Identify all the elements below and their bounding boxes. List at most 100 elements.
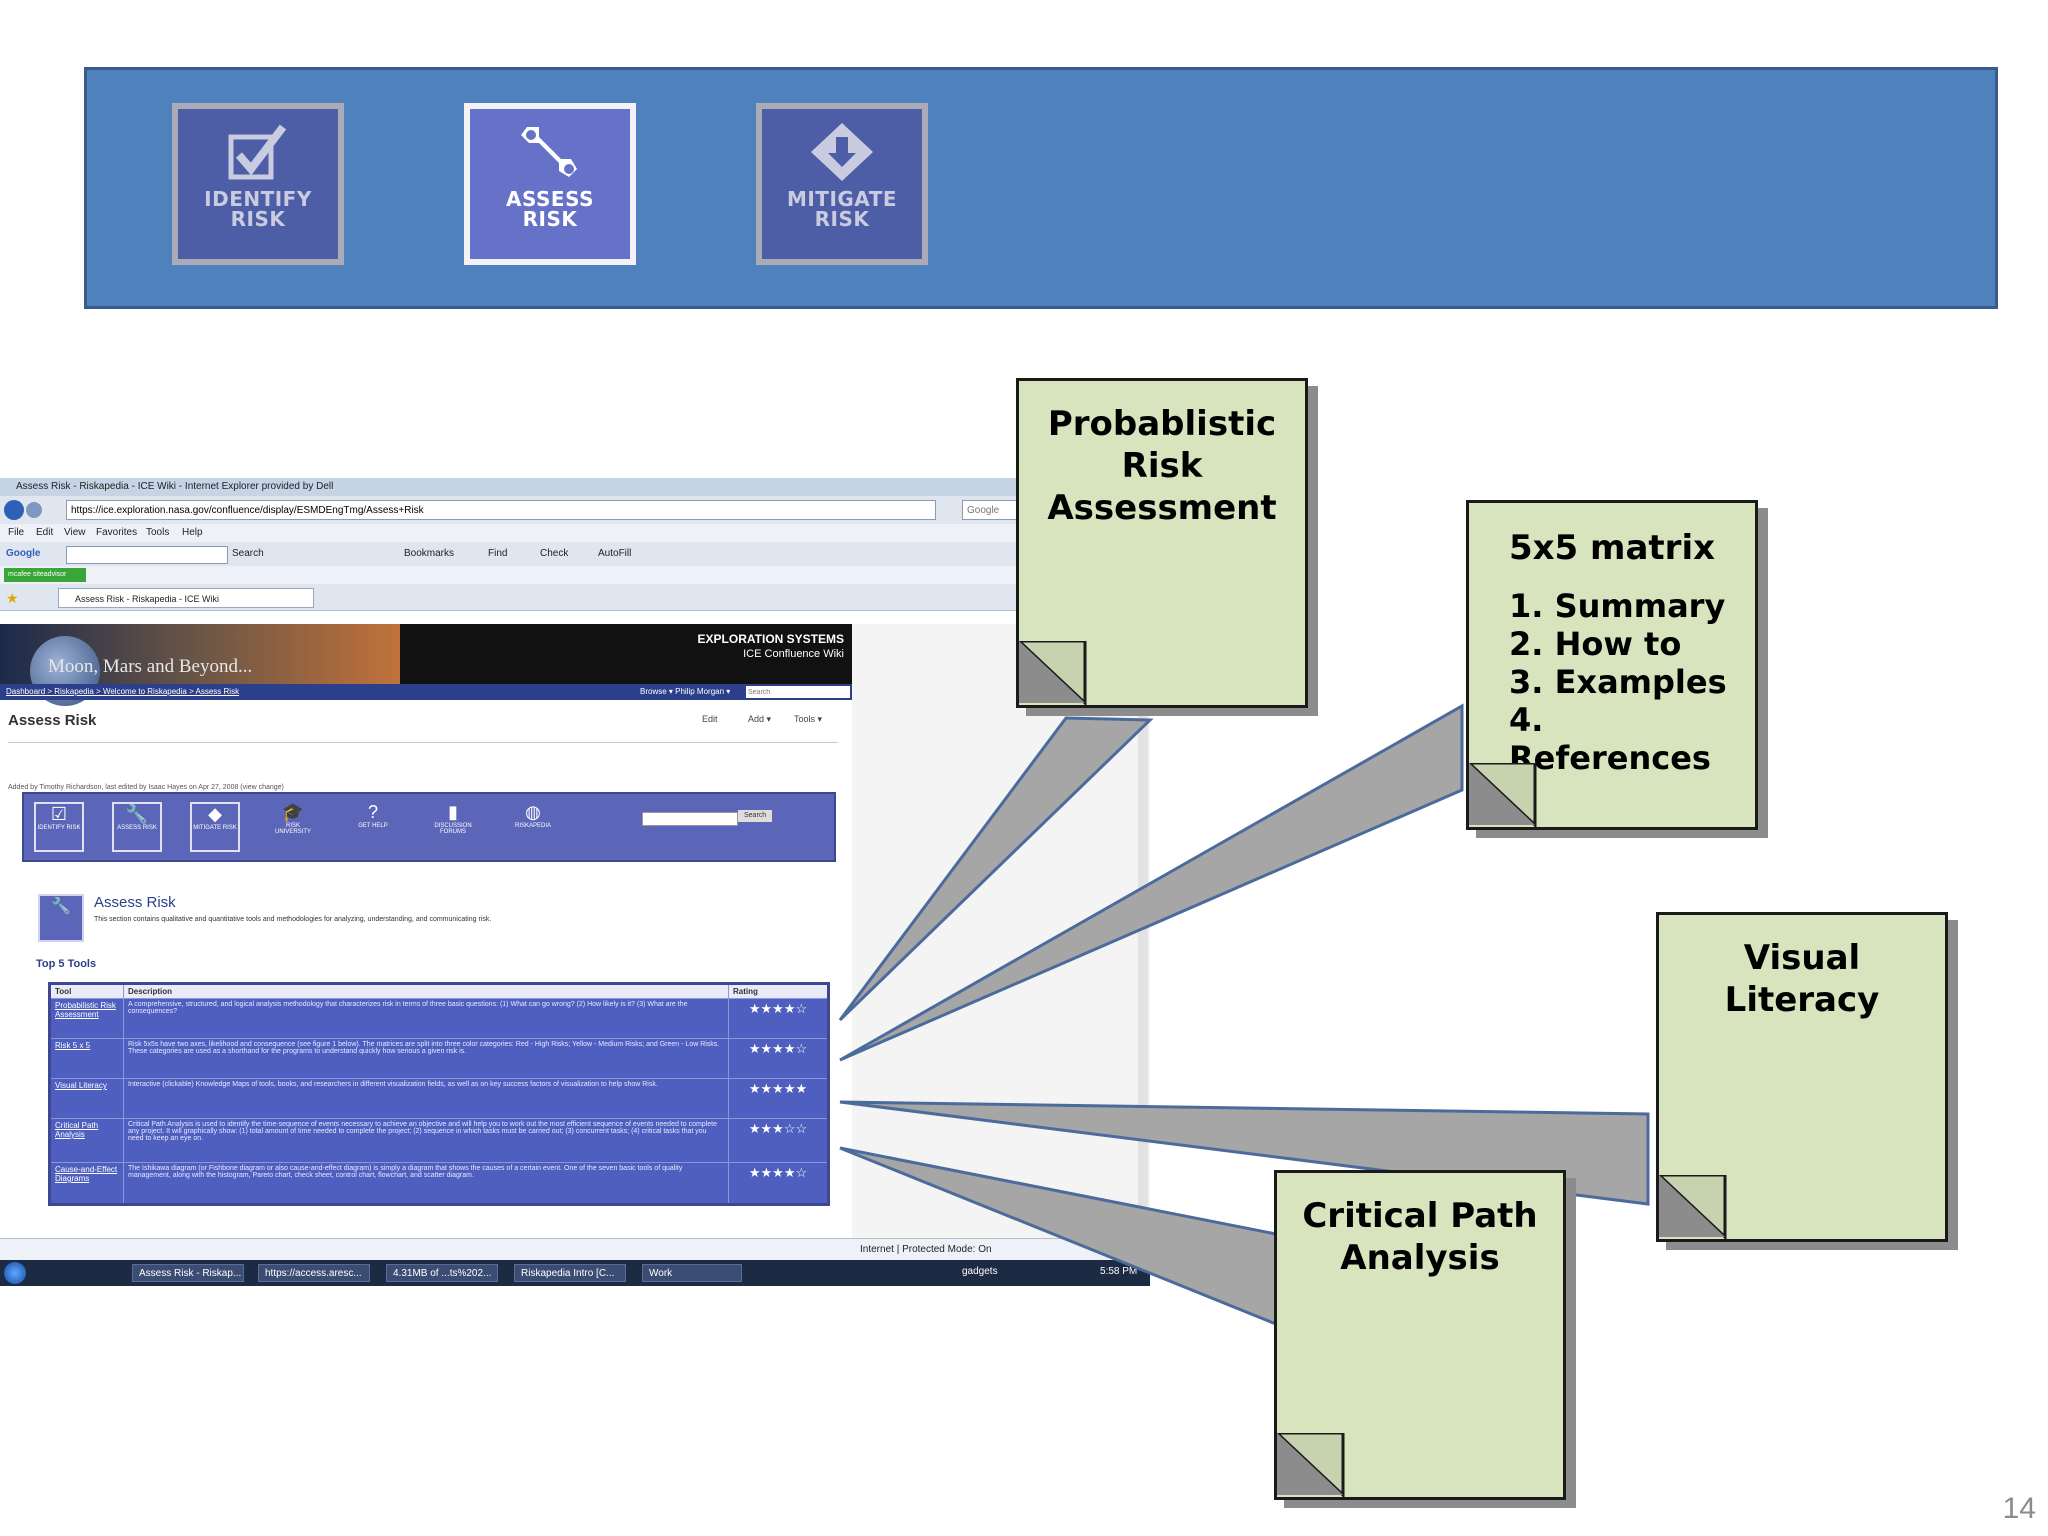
- check-button[interactable]: Check: [540, 548, 569, 559]
- scrollbar[interactable]: [1138, 626, 1148, 1236]
- find-button[interactable]: Find: [488, 548, 508, 559]
- taskbar-item[interactable]: Work: [642, 1264, 742, 1282]
- taskbar-item[interactable]: Assess Risk - Riskap...: [132, 1264, 244, 1282]
- nav-mitigate-label: MITIGATE RISK: [193, 825, 237, 831]
- pra-line-2: Risk: [1121, 446, 1203, 486]
- tool-link[interactable]: Visual Literacy: [49, 1078, 124, 1119]
- page-fold-icon: [1019, 641, 1087, 705]
- nav-check-icon: ☑: [50, 804, 68, 824]
- menu-file[interactable]: File: [8, 527, 25, 538]
- nav-identify-risk[interactable]: ☑IDENTIFY RISK: [34, 802, 84, 852]
- google-search-button[interactable]: Search: [232, 548, 264, 559]
- brand-line-1: EXPLORATION SYSTEMS: [697, 632, 844, 646]
- window-title-bar: Assess Risk - Riskapedia - ICE Wiki - In…: [0, 478, 1150, 496]
- critical-line-1: Critical Path: [1302, 1196, 1538, 1236]
- title-divider: [8, 742, 838, 743]
- breadcrumb[interactable]: Dashboard > Riskapedia > Welcome to Risk…: [6, 687, 240, 696]
- tool-link[interactable]: Probabilistic Risk Assessment: [49, 998, 124, 1039]
- tool-rating[interactable]: ★★★★☆: [728, 998, 829, 1039]
- nav-riskapedia-label: RISKAPEDIA: [514, 823, 551, 829]
- matrix-title: 5x5 matrix: [1508, 528, 1716, 568]
- taskbar-item[interactable]: 4.31MB of ...ts%202...: [386, 1264, 498, 1282]
- wiki-header: Moon, Mars and Beyond... EXPLORATION SYS…: [0, 624, 852, 706]
- nav-search-input[interactable]: [642, 812, 738, 826]
- tab-row: ★ Assess Risk - Riskapedia - ICE Wiki: [0, 584, 1150, 611]
- wrench-icon: [521, 127, 577, 177]
- autofill-button[interactable]: AutoFill: [598, 548, 632, 559]
- nav-discussion-forums[interactable]: ▮DISCUSSION FORUMS: [428, 802, 478, 852]
- mitigate-risk-tile[interactable]: MITIGATE RISK: [756, 103, 928, 265]
- globe-icon: ◍: [525, 802, 541, 822]
- tool-rating[interactable]: ★★★★★: [728, 1078, 829, 1119]
- windows-taskbar: Assess Risk - Riskap... https://access.a…: [0, 1260, 1150, 1286]
- page-fold-icon: [1659, 1175, 1727, 1239]
- add-action[interactable]: Add ▾: [748, 714, 772, 724]
- identify-risk-label-1: IDENTIFY: [204, 187, 312, 211]
- table-row: Visual Literacy Interactive (clickable) …: [49, 1078, 829, 1119]
- bookmarks-button[interactable]: Bookmarks: [404, 548, 455, 559]
- google-search-input[interactable]: [66, 546, 228, 564]
- mitigate-risk-label-1: MITIGATE: [786, 187, 898, 211]
- nav-mitigate-risk[interactable]: ◆MITIGATE RISK: [190, 802, 240, 852]
- nav-risk-university[interactable]: 🎓RISK UNIVERSITY: [268, 802, 318, 852]
- assess-risk-label-1: ASSESS: [506, 187, 594, 211]
- matrix-connector: [839, 703, 1464, 1062]
- pra-line-1: Probablistic: [1047, 404, 1277, 444]
- menu-bar: File Edit View Favorites Tools Help: [0, 524, 1150, 542]
- favorites-star-icon[interactable]: ★: [6, 590, 19, 606]
- user-links[interactable]: Browse ▾ Philip Morgan ▾: [640, 687, 731, 696]
- nav-search-button[interactable]: Search: [738, 810, 773, 822]
- assess-risk-tile[interactable]: ASSESS RISK: [464, 103, 636, 265]
- tool-rating[interactable]: ★★★★☆: [728, 1162, 829, 1205]
- mcafee-badge[interactable]: mcafee siteadvisor: [4, 568, 86, 582]
- menu-favorites[interactable]: Favorites: [96, 527, 138, 538]
- taskbar-item[interactable]: https://access.aresc...: [258, 1264, 370, 1282]
- nav-assess-risk[interactable]: 🔧ASSESS RISK: [112, 802, 162, 852]
- nav-get-help[interactable]: ?GET HELP: [348, 802, 398, 852]
- wiki-search-input[interactable]: [746, 686, 850, 698]
- graduation-cap-icon: 🎓: [281, 802, 305, 822]
- nav-riskapedia[interactable]: ◍RISKAPEDIA: [508, 802, 558, 852]
- byline: Added by Timothy Richardson, last edited…: [8, 784, 284, 791]
- tools-action[interactable]: Tools ▾: [794, 714, 823, 724]
- tool-link[interactable]: Critical Path Analysis: [49, 1118, 124, 1163]
- matrix-item-examples: 3. Examples: [1509, 663, 1727, 701]
- identify-risk-label-2: RISK: [230, 207, 286, 231]
- pra-callout: Probablistic Risk Assessment: [1016, 378, 1308, 708]
- menu-edit[interactable]: Edit: [36, 527, 54, 538]
- critical-connector: [839, 1146, 1278, 1327]
- matrix-item-references: 4. References: [1509, 701, 1711, 777]
- wiki-nav-bar: ☑IDENTIFY RISK 🔧ASSESS RISK ◆MITIGATE RI…: [22, 792, 836, 862]
- mitigate-risk-label-2: RISK: [814, 207, 870, 231]
- forum-icon: ▮: [448, 802, 458, 822]
- tool-link[interactable]: Risk 5 x 5: [49, 1038, 124, 1079]
- brand-line-2: ICE Confluence Wiki: [743, 648, 844, 660]
- menu-help[interactable]: Help: [182, 527, 203, 538]
- matrix-list: 1. Summary 2. How to 3. Examples 4. Refe…: [1489, 587, 1755, 777]
- matrix-item-summary: 1. Summary: [1509, 587, 1726, 625]
- taskbar-item[interactable]: Riskapedia Intro [C...: [514, 1264, 626, 1282]
- nav-forums-label: DISCUSSION FORUMS: [434, 823, 472, 835]
- wiki-banner-text: Moon, Mars and Beyond...: [48, 656, 253, 677]
- forward-button[interactable]: [26, 502, 42, 518]
- edit-action[interactable]: Edit: [702, 714, 718, 724]
- menu-view[interactable]: View: [64, 527, 86, 538]
- start-button[interactable]: [4, 1262, 26, 1284]
- menu-tools[interactable]: Tools: [146, 527, 170, 538]
- matrix-callout: 5x5 matrix 1. Summary 2. How to 3. Examp…: [1466, 500, 1758, 830]
- checkmark-icon: [228, 124, 287, 180]
- browser-tab[interactable]: Assess Risk - Riskapedia - ICE Wiki: [58, 588, 314, 608]
- nav-university-label: RISK UNIVERSITY: [274, 823, 311, 835]
- pra-connector: [838, 716, 1154, 1022]
- tray-gadgets[interactable]: gadgets: [962, 1266, 998, 1277]
- section-title: Assess Risk: [94, 894, 176, 911]
- breadcrumb-bar: Dashboard > Riskapedia > Welcome to Risk…: [0, 684, 852, 700]
- help-icon: ?: [367, 802, 378, 822]
- identify-risk-tile[interactable]: IDENTIFY RISK: [172, 103, 344, 265]
- page-number: 14: [2002, 1492, 2036, 1525]
- nav-diamond-icon: ◆: [208, 804, 222, 824]
- address-input[interactable]: [66, 500, 936, 520]
- status-bar: Internet | Protected Mode: On: [0, 1238, 1150, 1261]
- back-button[interactable]: [4, 500, 24, 520]
- tool-link[interactable]: Cause-and-Effect Diagrams: [49, 1162, 124, 1205]
